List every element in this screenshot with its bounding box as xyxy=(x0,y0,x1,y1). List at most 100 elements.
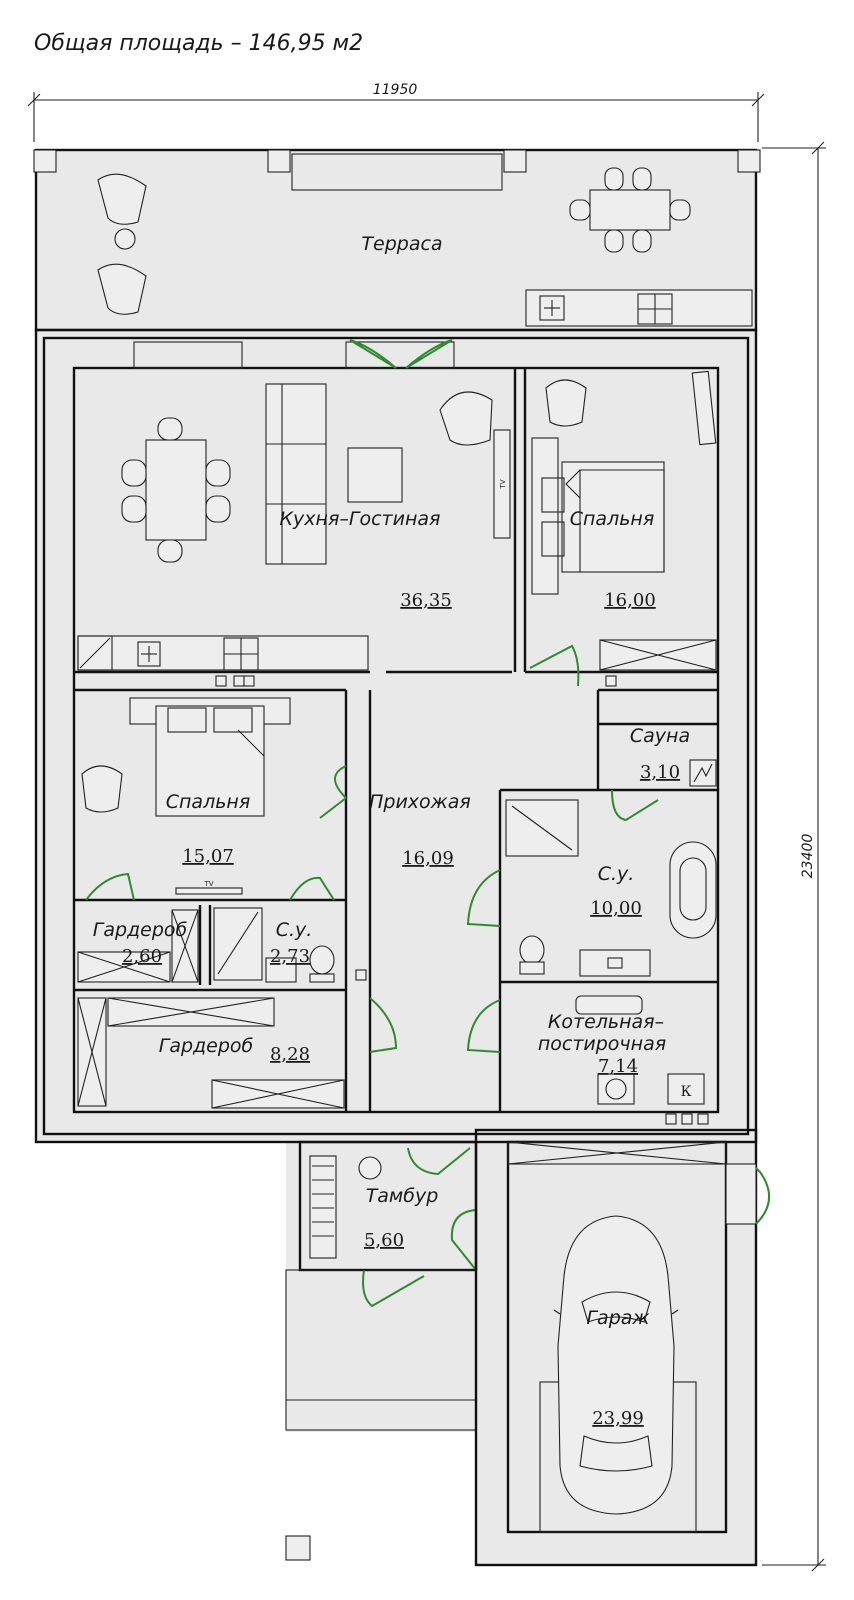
garage-passage-door xyxy=(450,1209,477,1271)
bedroom-2-door xyxy=(319,765,347,819)
fridge-icon xyxy=(77,635,113,671)
coat-rack-icon xyxy=(309,1155,337,1259)
width-dimension: 11950 xyxy=(27,82,765,142)
bedroom-1-label: Спальня xyxy=(570,508,655,530)
wardrobe-1-door xyxy=(85,872,135,901)
kitchen-area: 36,35 xyxy=(400,590,452,611)
socket-icon xyxy=(243,675,255,687)
garage-label: Гараж xyxy=(586,1307,649,1329)
armchair-icon xyxy=(439,391,493,446)
vestibule-inner-door xyxy=(407,1147,471,1176)
chair-icon xyxy=(157,539,183,563)
entrance-door xyxy=(362,1269,425,1308)
vestibule: Тамбур 5,60 xyxy=(285,1140,478,1431)
garage-window xyxy=(725,1163,757,1225)
bathroom: С.у. 10,00 xyxy=(505,799,717,977)
socket-icon xyxy=(215,675,227,687)
terrace-label: Терраса xyxy=(361,233,442,255)
sauna: Сауна 3,10 xyxy=(598,722,718,822)
bathtub-icon xyxy=(669,841,717,939)
terrace-column xyxy=(503,149,527,173)
coat-stand-icon xyxy=(358,1156,382,1180)
double-bed-icon xyxy=(561,461,665,573)
lounge-chair-icon xyxy=(97,263,147,315)
hallway-area: 16,09 xyxy=(402,848,454,869)
height-dimension-label: 23400 xyxy=(800,834,816,879)
kitchen-label: Кухня–Гостиная xyxy=(280,508,441,530)
socket-icon xyxy=(233,675,245,687)
width-dimension-label: 11950 xyxy=(373,82,418,98)
socket-icon xyxy=(681,1113,693,1125)
total-area-title: Общая площадь – 146,95 м2 xyxy=(34,31,363,56)
chair-icon xyxy=(121,495,147,523)
bedroom-2-label: Спальня xyxy=(166,791,251,813)
washbasin-icon xyxy=(265,957,297,983)
sauna-label: Сауна xyxy=(630,725,690,747)
chair-icon xyxy=(157,417,183,441)
sauna-area: 3,10 xyxy=(640,762,680,783)
wc-area: 2,73 xyxy=(270,946,310,967)
coffee-table-icon xyxy=(347,447,403,503)
terrace-column xyxy=(267,149,291,173)
hallway: Прихожая 16,09 xyxy=(369,791,501,1053)
tv-mark-2: TV xyxy=(203,880,213,888)
wardrobe-2-door xyxy=(369,997,398,1053)
wardrobe-2-label: Гардероб xyxy=(159,1035,254,1057)
dining-table-icon xyxy=(145,439,207,541)
armchair-icon xyxy=(545,379,587,427)
kitchen-counter xyxy=(77,635,369,671)
chair-icon xyxy=(569,199,591,221)
tv-stand-icon xyxy=(691,370,717,446)
double-bed-icon xyxy=(155,705,265,817)
wc-label: С.у. xyxy=(276,919,313,941)
car-icon xyxy=(557,1215,675,1515)
wardrobe-1-label: Гардероб xyxy=(93,919,188,941)
boiler-room: К Котельная– постирочная 7,14 xyxy=(538,995,709,1125)
boiler-label-2: постирочная xyxy=(538,1033,666,1055)
bedroom-2: TV Спальня 15,07 xyxy=(81,697,347,901)
kitchen-living-room: TV Кухня–Гостиная 36,35 xyxy=(77,339,511,687)
wc-door xyxy=(289,876,335,901)
armchair-icon xyxy=(81,765,123,813)
bathroom-area: 10,00 xyxy=(590,898,642,919)
washbasin-icon xyxy=(579,949,651,977)
socket-icon xyxy=(697,1113,709,1125)
chair-icon xyxy=(669,199,691,221)
bathroom-label: С.у. xyxy=(598,863,635,885)
chair-icon xyxy=(632,229,652,253)
terrace-door-right xyxy=(405,339,453,369)
terrace-column xyxy=(33,149,57,173)
chair-icon xyxy=(604,167,624,191)
boiler-icon xyxy=(667,1073,705,1105)
wardrobe-1: Гардероб 2,60 xyxy=(77,909,199,983)
wc-room: С.у. 2,73 xyxy=(213,907,367,983)
sofa-icon xyxy=(265,383,327,565)
wardrobe-2-area: 8,28 xyxy=(270,1044,310,1065)
nightstand-icon xyxy=(531,437,559,595)
socket-icon xyxy=(665,1113,677,1125)
kitchen-sink-icon xyxy=(137,641,161,667)
chair-icon xyxy=(205,459,231,487)
garage-area: 23,99 xyxy=(592,1408,644,1429)
tv-mark: TV xyxy=(499,479,507,489)
terrace-bench xyxy=(291,153,503,191)
socket-icon xyxy=(355,969,367,981)
chair-icon xyxy=(205,495,231,523)
terrace-door-left xyxy=(349,339,397,369)
socket-icon xyxy=(605,675,617,687)
vestibule-area: 5,60 xyxy=(364,1230,404,1251)
bedroom-1-door xyxy=(529,644,580,687)
bedroom-2-area: 15,07 xyxy=(182,846,234,867)
boiler-door xyxy=(466,999,501,1053)
boiler-area: 7,14 xyxy=(598,1056,638,1077)
terrace-column xyxy=(737,149,761,173)
side-table-icon xyxy=(114,228,136,250)
garage-side-door xyxy=(755,1167,770,1225)
sink-icon xyxy=(575,995,643,1015)
hallway-label: Прихожая xyxy=(369,791,471,813)
sauna-door xyxy=(611,789,659,822)
chair-icon xyxy=(121,459,147,487)
outdoor-column xyxy=(285,1535,311,1561)
tv-stand-icon xyxy=(175,887,243,895)
